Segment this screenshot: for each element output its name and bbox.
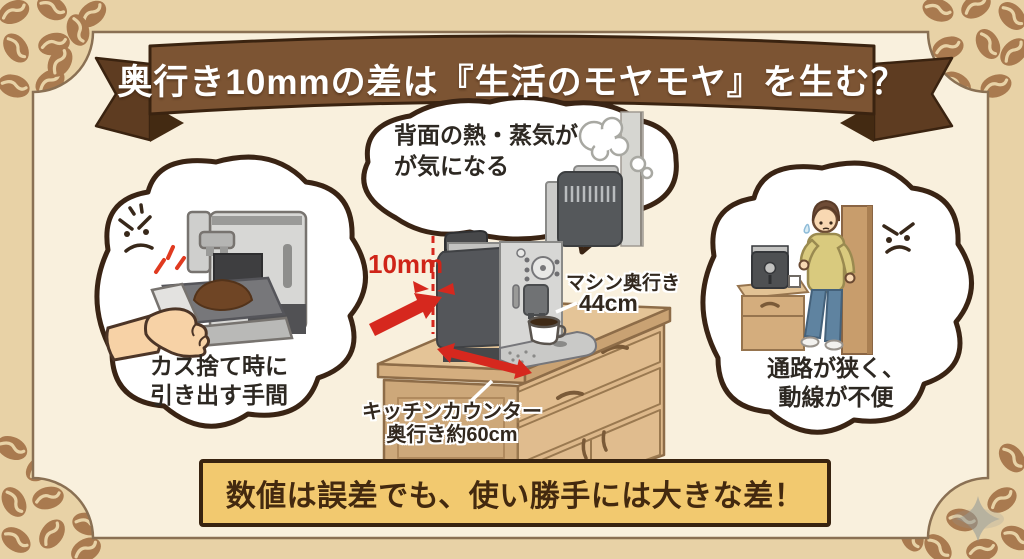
drawer-1 — [517, 331, 661, 423]
bubble-grounds-line2: 引き出す手間 — [150, 382, 288, 408]
footer-banner: 数値は誤差でも、使い勝手には大きな差！ — [199, 459, 831, 527]
angry-face-icon — [882, 222, 915, 254]
ribbon-band — [148, 34, 876, 116]
bubble-back-heat-line1: 背面の熱・蒸気が — [394, 122, 578, 148]
machine-depth-value: 44cm — [579, 290, 638, 316]
bubble-aisle-line2: 動線が不便 — [778, 384, 894, 410]
gap-arrow-right — [437, 283, 455, 295]
machine-drawer-illustration — [150, 210, 308, 350]
coffee-cup — [527, 315, 567, 346]
counter-label-connector — [468, 379, 494, 404]
drawer-2 — [517, 367, 661, 465]
depth-arrow — [437, 343, 532, 379]
machine-rear-illustration — [545, 165, 623, 247]
bubble-aisle — [700, 160, 974, 435]
machine-depth-label: マシン奥行き — [566, 273, 681, 294]
espresso-machine-illustration — [751, 245, 801, 289]
control-panel — [516, 248, 560, 282]
drip-tray — [499, 330, 598, 370]
counter-depth-label: キッチンカウンター 奥行き約60cm — [362, 401, 542, 446]
coffee-machine-illustration — [436, 229, 598, 370]
big-red-arrow — [369, 293, 442, 336]
sweat-drop-icon — [803, 223, 810, 234]
bubble-grounds — [94, 154, 368, 429]
coffee-grounds — [192, 278, 254, 312]
hand-illustration — [105, 307, 211, 362]
gap-annotation — [369, 236, 455, 336]
angry-face-icon — [118, 203, 154, 253]
footer-text: 数値は誤差でも、使い勝手には大きな差！ — [225, 480, 805, 513]
gap-measurement-label: 10mm — [368, 249, 444, 279]
bubble-aisle-text: 通路が狭く、 動線が不便 — [767, 354, 905, 412]
bubble-grounds-line1: カス捨て時に — [150, 353, 288, 379]
machine-label-connector — [555, 301, 578, 314]
bubble-aisle-line1: 通路が狭く、 — [767, 355, 905, 381]
gap-arrow-left — [413, 281, 429, 293]
person-illustration — [798, 199, 856, 351]
steam-icon — [578, 116, 654, 180]
bubble-back-heat-text: 背面の熱・蒸気が が気になる — [394, 120, 578, 182]
bubble-grounds-text: カス捨て時に 引き出す手間 — [150, 352, 288, 410]
sparkle-watermark-icon — [952, 496, 1004, 542]
bubble-back-heat-line2: が気になる — [394, 153, 509, 179]
side-counter-illustration — [736, 278, 810, 351]
wall-illustration — [620, 111, 644, 247]
page-title: 奥行き10mmの差は『生活のモヤモヤ』を生む？ — [117, 63, 907, 102]
spark-lines — [154, 245, 186, 274]
title-ribbon — [94, 34, 954, 142]
